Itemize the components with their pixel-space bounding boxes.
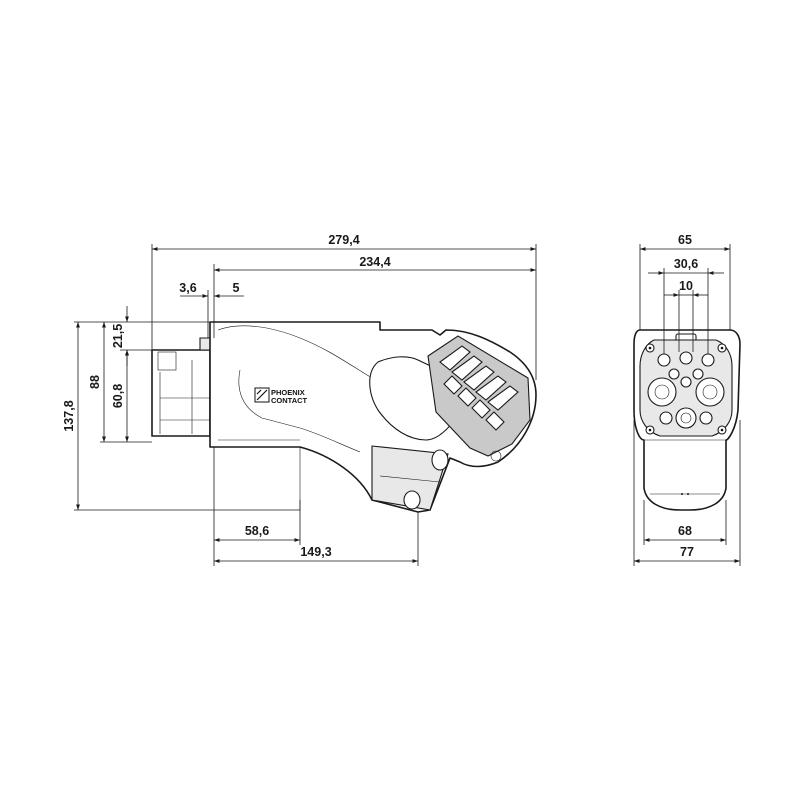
dim-58-6: 58,6	[245, 524, 269, 538]
dim-5: 5	[233, 281, 240, 295]
logo-line-1: PHOENIX	[271, 388, 305, 397]
plug-nose	[151, 349, 211, 437]
dim-279-4: 279,4	[328, 233, 359, 247]
dim-10: 10	[679, 279, 693, 293]
dim-88: 88	[88, 375, 102, 389]
front-view	[633, 329, 741, 511]
dim-77: 77	[680, 545, 694, 559]
dim-3-6: 3,6	[179, 281, 196, 295]
side-view-dimensions: 279,4 234,4 3,6 5 21,5 60,8 88 137,8 58,…	[62, 233, 537, 566]
dim-234-4: 234,4	[359, 255, 390, 269]
dim-65: 65	[678, 233, 692, 247]
power-pin-left	[647, 377, 677, 407]
cable-gland-bottom	[403, 490, 421, 510]
phoenix-contact-logo: PHOENIX CONTACT	[254, 387, 308, 405]
dim-149-3: 149,3	[300, 545, 331, 559]
side-view: PHOENIX CONTACT	[151, 321, 537, 513]
power-pin-right	[695, 377, 725, 407]
dim-68: 68	[678, 524, 692, 538]
dim-60-8: 60,8	[111, 384, 125, 408]
front-view-dimensions: 65 30,6 10 68 77	[633, 233, 741, 566]
cable-gland-top	[431, 449, 449, 471]
dim-21-5: 21,5	[111, 324, 125, 348]
dim-137-8: 137,8	[62, 400, 76, 431]
cable-exit	[371, 445, 449, 511]
logo-line-2: CONTACT	[271, 396, 308, 405]
dim-30-6: 30,6	[674, 257, 698, 271]
